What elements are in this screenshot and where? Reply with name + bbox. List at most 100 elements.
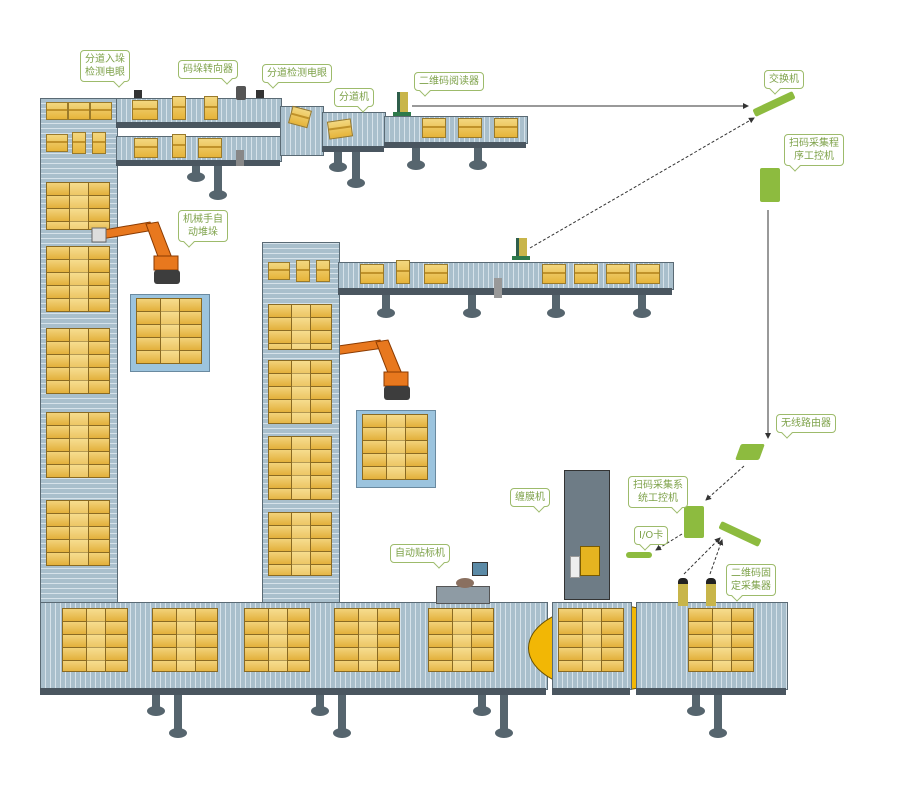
io-card-device	[626, 552, 652, 558]
qr-fixed-reader-2	[706, 578, 716, 606]
label-io-card: I/O卡	[634, 526, 669, 545]
label-lane-entry-eye: 分道入垛 检测电眼	[80, 50, 130, 82]
label-stack-turner: 码垛转向器	[178, 60, 238, 79]
box	[134, 138, 158, 158]
conveyor-leg	[500, 695, 508, 731]
box	[92, 132, 106, 154]
label-robot-stacking: 机械手自 动堆垛	[178, 210, 228, 242]
conveyor-foot	[329, 162, 347, 172]
box	[68, 102, 90, 120]
box-stack	[268, 304, 332, 350]
box-stack	[428, 608, 494, 672]
conveyor-foot	[347, 178, 365, 188]
label-switch: 交换机	[764, 70, 804, 89]
box-stack	[334, 608, 400, 672]
palletized-stack-1	[136, 298, 202, 364]
conveyor-leg	[316, 695, 324, 709]
conveyor-leg	[474, 148, 482, 164]
box-stack	[46, 182, 110, 230]
label-wrapping-machine: 缠膜机	[510, 488, 550, 507]
conveyor-leg	[638, 295, 646, 311]
conveyor-foot	[709, 728, 727, 738]
conveyor-leg	[174, 695, 182, 731]
conveyor-foot	[377, 308, 395, 318]
label-scan-program-ipc: 扫码采集程 序工控机	[784, 134, 844, 166]
lower-lane-rail	[116, 160, 280, 166]
labeler-monitor	[472, 562, 488, 576]
box-stack	[46, 500, 110, 566]
conveyor-leg	[478, 695, 486, 709]
box-stack	[46, 246, 110, 312]
box-stack	[152, 608, 218, 672]
qr-reader-base-2	[512, 256, 530, 260]
right-outfeed-rail	[636, 688, 786, 695]
box	[90, 102, 112, 120]
wrapping-film-roll	[570, 556, 580, 578]
stack-turner-device	[236, 86, 246, 100]
box-stack	[46, 412, 110, 478]
conveyor-foot	[687, 706, 705, 716]
conveyor-foot	[463, 308, 481, 318]
conveyor-leg	[192, 166, 200, 176]
box	[268, 262, 290, 280]
qr-reader-base	[393, 112, 411, 116]
photo-eye-sensor	[236, 150, 244, 166]
label-auto-labeler: 自动贴标机	[390, 544, 450, 563]
scan-system-ipc-device	[684, 506, 704, 538]
bottom-conveyor-rail	[40, 688, 546, 695]
link-reader1-to-hub	[683, 537, 721, 575]
conveyor-foot	[473, 706, 491, 716]
labeler-roll	[456, 578, 474, 588]
lane-divider-rail	[322, 146, 384, 152]
qr-fixed-reader-1	[678, 578, 688, 606]
conveyor-leg	[382, 295, 390, 311]
box	[542, 264, 566, 284]
box	[46, 134, 68, 152]
photo-eye-sensor	[494, 278, 502, 298]
box	[360, 264, 384, 284]
box	[204, 96, 218, 120]
conveyor-foot	[495, 728, 513, 738]
conveyor-foot	[333, 728, 351, 738]
wrapping-film-carriage	[580, 546, 600, 576]
conveyor-foot	[407, 160, 425, 170]
link-qr-reader2-to-switch	[529, 117, 755, 249]
box-stack	[244, 608, 310, 672]
box	[316, 260, 330, 282]
conveyor-leg	[412, 148, 420, 164]
conveyor-leg	[338, 695, 346, 731]
switch-device	[752, 91, 796, 117]
box-stack	[268, 360, 332, 424]
box-stack	[268, 436, 332, 500]
box	[422, 118, 446, 138]
wrapping-machine-tower	[564, 470, 610, 600]
box	[72, 132, 86, 154]
conveyor-leg	[692, 695, 700, 709]
conveyor-leg	[214, 166, 222, 194]
qr-reader-device	[397, 92, 408, 112]
reader-hub-device	[718, 521, 762, 547]
conveyor-foot	[169, 728, 187, 738]
wrapping-conveyor-rail	[552, 688, 630, 695]
box	[296, 260, 310, 282]
link-router-to-system-ipc	[705, 465, 745, 501]
box	[326, 118, 354, 140]
label-lane-divider: 分道机	[334, 88, 374, 107]
label-wireless-router: 无线路由器	[776, 414, 836, 433]
box	[494, 118, 518, 138]
scan-program-ipc-device	[760, 168, 780, 202]
conveyor-foot	[147, 706, 165, 716]
label-scan-system-ipc: 扫码采集系 统工控机	[628, 476, 688, 508]
conveyor-leg	[152, 695, 160, 709]
box-stack	[688, 608, 754, 672]
qr-reader-device-2	[516, 238, 527, 256]
conveyor-leg	[552, 295, 560, 311]
conveyor-leg	[714, 695, 722, 731]
box	[172, 134, 186, 158]
conveyor-leg	[334, 152, 342, 166]
box-stack	[268, 512, 332, 576]
top-outfeed-rail	[384, 142, 526, 148]
box	[574, 264, 598, 284]
label-qr-fixed-reader: 二维码固 定采集器	[726, 564, 776, 596]
